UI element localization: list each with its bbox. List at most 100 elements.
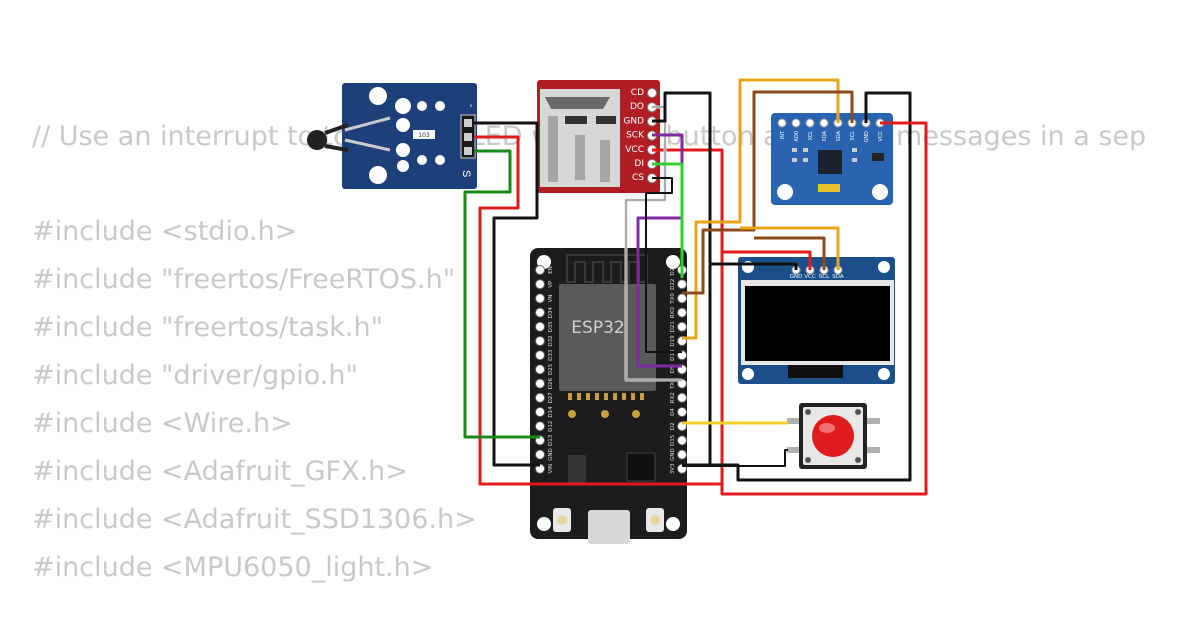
- code-line-6: #include "driver/gpio.h": [32, 360, 358, 391]
- esp32-pin-vp[interactable]: [535, 279, 545, 290]
- esp32-pin-vn[interactable]: [535, 293, 545, 304]
- esp32-pin-label-d2: D2: [670, 422, 676, 430]
- esp32-pin-d22[interactable]: [677, 279, 687, 290]
- esp32-pin-gnd[interactable]: [535, 449, 545, 460]
- oled-pin-label-scl: SCL: [819, 274, 830, 280]
- esp32-pin-label-d23: D23: [670, 264, 676, 276]
- smd-part: [852, 158, 857, 162]
- mpu-pin-label-xcl: XCL: [808, 131, 814, 141]
- button-cap[interactable]: [812, 415, 854, 457]
- esp32-pin-d32[interactable]: [535, 336, 545, 346]
- mpu-pin-label-ad0: AD0: [794, 131, 800, 141]
- module-pad: [586, 393, 590, 400]
- esp32-pin-d35[interactable]: [535, 321, 545, 332]
- esp32-pin-gnd[interactable]: [677, 449, 687, 460]
- wire-sd-cs[interactable]: [645, 177, 682, 353]
- esp32-pin-rx2[interactable]: [677, 392, 687, 403]
- esp32-pin-label-d34: D34: [548, 306, 554, 318]
- esp32-pin-d26[interactable]: [535, 378, 545, 389]
- wire-mpu-vcc[interactable]: [720, 121, 928, 496]
- esp32-pin-label-d33: D33: [548, 349, 554, 361]
- mpu-pin-label-vcc: VCC: [878, 130, 884, 141]
- button-highlight: [819, 423, 835, 433]
- mpu-pin-xcl[interactable]: [805, 118, 815, 128]
- esp32-pin-d12[interactable]: [535, 421, 545, 432]
- code-line-3: #include <stdio.h>: [32, 216, 298, 247]
- sd-pin-label-vcc: VCC: [625, 145, 644, 155]
- wire-oled-gnd[interactable]: [710, 262, 798, 270]
- mpu-pin-ad0[interactable]: [791, 118, 801, 128]
- header-pin: [464, 147, 472, 155]
- esp32-board[interactable]: ESP32 ENVPVND34D35D32D33D25D26D27D14D12D…: [530, 248, 687, 544]
- oled-screen: [745, 286, 890, 361]
- wire-temp-gnd[interactable]: [474, 121, 540, 467]
- mpu-pin-xda[interactable]: [819, 118, 829, 128]
- esp32-pin-d27[interactable]: [535, 392, 545, 403]
- sd-rail: [548, 116, 558, 182]
- esp32-pin-rx0[interactable]: [677, 307, 687, 318]
- esp32-pin-d25[interactable]: [535, 364, 545, 375]
- mount-hole: [369, 166, 387, 184]
- sd-pin-cd[interactable]: [647, 88, 657, 98]
- module-pad: [613, 393, 617, 400]
- smd-part: [803, 148, 808, 152]
- code-line-5: #include "freertos/task.h": [32, 312, 383, 343]
- esp32-pin-d4[interactable]: [677, 407, 687, 417]
- esp32-pin-label-d35: D35: [548, 321, 554, 333]
- smd-part: [852, 148, 857, 152]
- esp32-pin-tx0[interactable]: [677, 293, 687, 304]
- mount-hole: [872, 184, 888, 200]
- wire-temp-signal[interactable]: [463, 149, 540, 439]
- smd-part: [792, 158, 797, 162]
- solder-pad: [417, 155, 427, 165]
- mount-hole: [777, 184, 793, 200]
- esp32-pin-en[interactable]: [535, 265, 545, 275]
- button-corner: [805, 457, 811, 463]
- module-via: [601, 410, 609, 418]
- esp32-pin-d14[interactable]: [535, 407, 545, 417]
- mount-hole: [742, 368, 754, 380]
- mpu-pin-label-xda: XDA: [822, 130, 828, 141]
- wire-button-gnd[interactable]: [682, 449, 788, 467]
- module-via: [632, 410, 640, 418]
- esp32-pin-d15[interactable]: [677, 435, 687, 446]
- wire-oled-sda[interactable]: [740, 226, 840, 270]
- module-pad: [577, 393, 581, 400]
- esp32-pin-label-d32: D32: [548, 335, 554, 346]
- oled-ribbon: [788, 365, 843, 378]
- esp32-pin-d33[interactable]: [535, 350, 545, 361]
- sd-pin-label-gnd: GND: [623, 116, 644, 126]
- en-button-cap: [557, 515, 567, 525]
- esp32-pin-label-d15: D15: [670, 434, 676, 446]
- oled-pin-label-sda: SDA: [832, 274, 844, 280]
- wire-mpu-sda[interactable]: [682, 78, 840, 340]
- pin-s-label: S: [460, 170, 472, 177]
- resistor-chip: [413, 130, 435, 139]
- wire-mpu-scl[interactable]: [682, 90, 854, 295]
- smd-part: [803, 158, 808, 162]
- wire-sd-di[interactable]: [652, 162, 684, 278]
- esp32-pin-d21[interactable]: [677, 321, 687, 332]
- mpu-pin-int[interactable]: [777, 118, 787, 128]
- push-button[interactable]: [787, 403, 880, 469]
- code-line-7: #include <Wire.h>: [32, 408, 293, 439]
- wire-oled-vcc[interactable]: [722, 250, 812, 270]
- wire-sd-sck[interactable]: [636, 133, 684, 368]
- esp32-pin-label-d5: D5: [670, 365, 676, 373]
- esp32-pin-d34[interactable]: [535, 307, 545, 318]
- usb-connector: [588, 510, 630, 544]
- button-leg: [787, 447, 799, 453]
- mpu-component: [818, 184, 840, 192]
- mpu-pin-label-scl: SCL: [850, 131, 856, 141]
- button-corner: [855, 409, 861, 415]
- wire-temp-vcc[interactable]: [474, 135, 724, 486]
- wire-oled-scl[interactable]: [754, 236, 826, 270]
- temperature-sensor-module[interactable]: 103 - S: [307, 83, 477, 189]
- mount-hole: [666, 517, 680, 531]
- sd-pin-label-cd: CD: [631, 88, 644, 98]
